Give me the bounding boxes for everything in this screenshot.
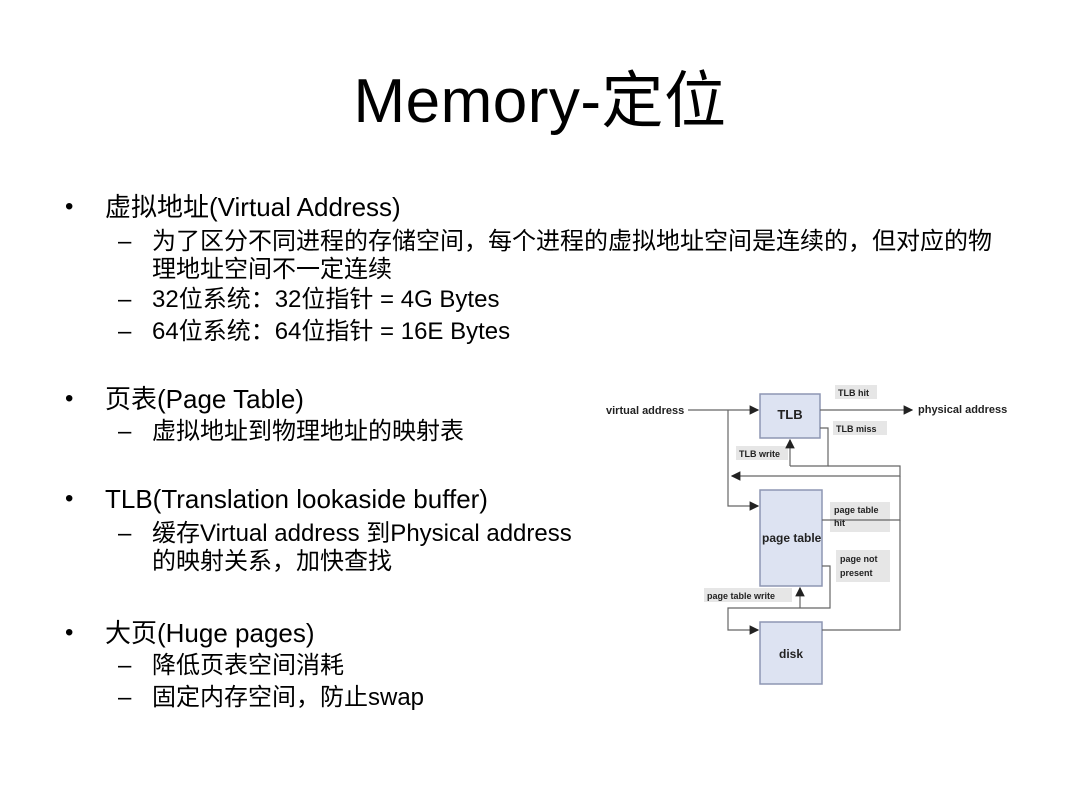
tlb-miss-line [790,427,829,467]
physical-address-label: physical address [918,404,1007,416]
tlb-hit-label: TLB hit [838,388,869,398]
tlb-miss-label-bg [833,421,887,435]
sub-item-text: 虚拟地址到物理地址的映射表 [152,418,464,445]
tlb-write-label: TLB write [739,449,780,459]
sub-item: – 32位系统：32位指针 = 4G Bytes [118,286,500,314]
disk-box [759,621,823,685]
page-table-write-label-bg [704,588,792,602]
page-table-label: page table [762,531,822,545]
bullet-tlb: • TLB(Translation lookaside buffer) [65,482,488,516]
dash: – [118,228,132,255]
bullet-heading: 页表(Page Table) [105,384,304,414]
sub-item: – 为了区分不同进程的存储空间，每个进程的虚拟地址空间是连续的，但对应的物理地址… [118,228,1002,284]
tlb-box [759,393,821,439]
to-page-table-arrow [727,410,760,511]
bullet-dot: • [65,485,74,512]
page-not-present-label-line1: page not [840,554,878,564]
dash: – [118,652,132,679]
bullet-heading: TLB(Translation lookaside buffer) [105,484,488,514]
bullet-dot: • [65,385,74,412]
sub-item-text: 32位系统：32位指针 = 4G Bytes [152,286,500,313]
dash: – [118,286,132,313]
dash: – [118,684,132,711]
page-table-hit-label-bg [830,502,890,532]
sub-item: – 64位系统：64位指针 = 16E Bytes [118,318,511,346]
tlb-hit-label-bg [835,385,877,399]
virtual-address-label: virtual address [606,405,684,417]
bullet-virtual-address: • 虚拟地址(Virtual Address) [65,190,401,224]
bullet-heading: 大页(Huge pages) [105,618,315,648]
sub-item-text: 64位系统：64位指针 = 16E Bytes [152,318,511,345]
page-not-present-label-bg [836,550,890,582]
bullet-page-table: • 页表(Page Table) [65,382,304,416]
bullet-huge-pages: • 大页(Huge pages) [65,616,315,650]
page-fault-to-disk-arrow [727,565,831,635]
tlb-label: TLB [777,407,802,422]
bullet-heading: 虚拟地址(Virtual Address) [105,192,401,222]
sub-item-text: 降低页表空间消耗 [152,652,344,679]
page-table-hit-label-line1: page table [834,505,879,515]
sub-item: – 降低页表空间消耗 [118,652,344,680]
bullet-dot: • [65,193,74,220]
disk-label: disk [779,647,803,661]
sub-item-text: 固定内存空间，防止swap [152,684,425,711]
sub-item-text: 为了区分不同进程的存储空间，每个进程的虚拟地址空间是连续的，但对应的物理地址空间… [152,228,992,283]
dash: – [118,520,132,547]
dash: – [118,418,132,445]
disk-return-line [822,520,901,631]
page-table-box [759,489,823,587]
tlb-write-label-bg [736,446,788,460]
tlb-miss-label: TLB miss [836,424,877,434]
sub-item: – 虚拟地址到物理地址的映射表 [118,418,464,446]
sub-item: – 固定内存空间，防止swap [118,684,425,712]
tlb-page-table-diagram: virtual address physical address TLB TLB… [606,385,1007,685]
bullet-dot: • [65,619,74,646]
sub-item: – 缓存Virtual address 到Physical address 的映… [118,520,592,576]
page-table-hit-label-line2: hit [834,518,845,528]
page-table-write-label: page table write [707,591,775,601]
dash: – [118,318,132,345]
slide-title: Memory-定位 [353,67,727,136]
page-not-present-label-line2: present [840,568,873,578]
sub-item-text: 缓存Virtual address 到Physical address 的映射关… [152,520,572,575]
tlb-miss-return-arrow [730,465,901,481]
